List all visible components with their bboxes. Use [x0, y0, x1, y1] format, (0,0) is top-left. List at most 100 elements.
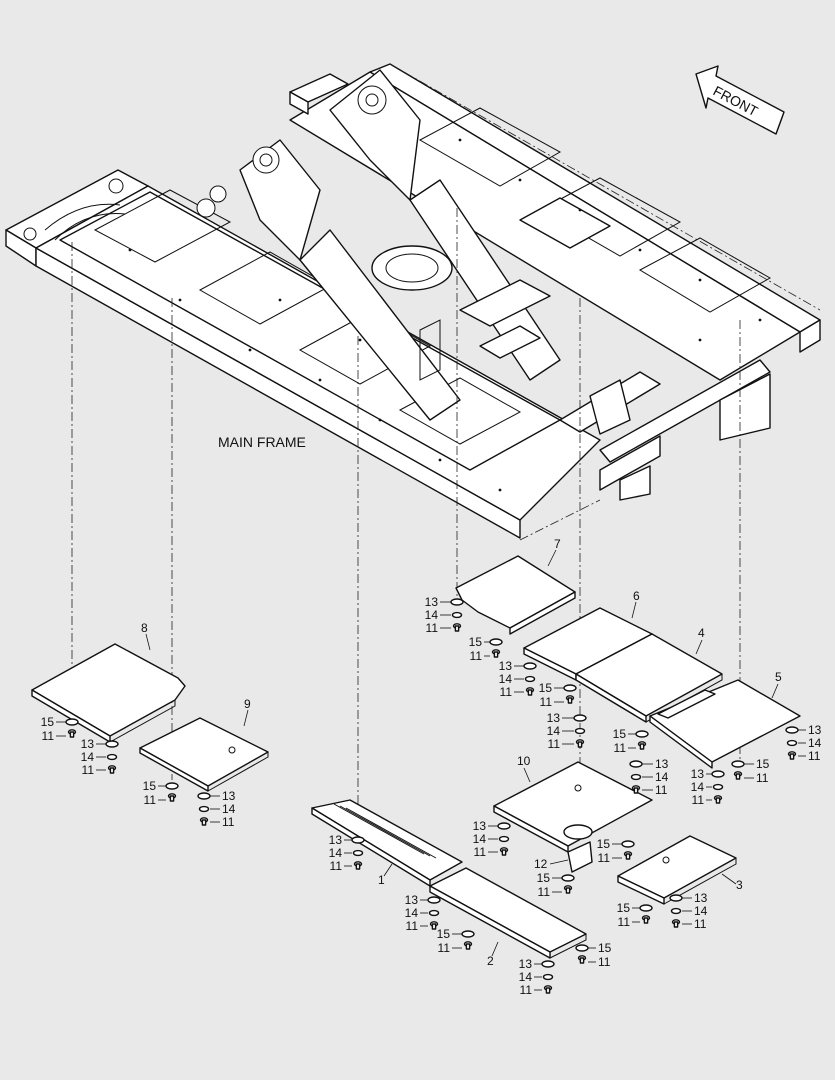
hardware-number-13: 13 — [473, 819, 487, 833]
main-frame-label: MAIN FRAME — [218, 434, 306, 450]
hardware-number-13: 13 — [425, 595, 439, 609]
hardware-number-11: 11 — [82, 763, 95, 777]
part-number-6: 6 — [633, 589, 640, 603]
front-arrow-icon: FRONT — [695, 65, 785, 135]
alignment-lines — [71, 208, 741, 836]
hardware-number-13: 13 — [81, 737, 95, 751]
bolt-icon — [575, 739, 585, 748]
hardware-number-15: 15 — [537, 871, 551, 885]
bolt-icon — [199, 817, 209, 826]
hardware-number-13: 13 — [519, 957, 533, 971]
bolt-icon — [733, 771, 743, 780]
part-number-3: 3 — [736, 878, 743, 892]
washer-icon — [461, 930, 475, 938]
frame-hardware-dots — [128, 138, 762, 492]
hardware-number-11: 11 — [598, 851, 611, 865]
hardware-number-15: 15 — [437, 927, 451, 941]
washer-icon — [106, 753, 118, 761]
washer-icon — [428, 909, 440, 917]
bolt-icon — [787, 751, 797, 760]
hardware-number-11: 11 — [655, 783, 668, 797]
washer-icon — [498, 835, 510, 843]
hardware-number-11: 11 — [548, 737, 561, 751]
washer-icon — [497, 822, 511, 830]
hardware-number-11: 11 — [330, 859, 343, 873]
main-frame: MAIN FRAME — [5, 63, 821, 541]
washer-icon — [635, 730, 649, 738]
part-number-2: 2 — [487, 954, 494, 968]
hardware-number-11: 11 — [692, 793, 705, 807]
washer-icon — [451, 611, 463, 619]
washer-icon — [712, 783, 724, 791]
washer-icon — [541, 960, 555, 968]
part-number-1: 1 — [378, 873, 385, 887]
washer-icon — [574, 727, 586, 735]
bolt-icon — [563, 885, 573, 894]
hardware-number-11: 11 — [614, 741, 627, 755]
bolt-icon — [67, 729, 77, 738]
part-number-4: 4 — [698, 626, 705, 640]
hardware-number-11: 11 — [144, 793, 157, 807]
part-number-12: 12 — [534, 857, 548, 871]
washer-icon — [450, 598, 464, 606]
cover-plate-10[interactable]: 10 — [493, 754, 653, 853]
hardware-number-14: 14 — [694, 904, 708, 918]
hardware-number-11: 11 — [406, 919, 419, 933]
washer-icon — [351, 836, 365, 844]
hardware-number-11: 11 — [500, 685, 513, 699]
hardware-number-11: 11 — [438, 941, 451, 955]
bolt-icon — [491, 649, 501, 658]
cover-plate-9[interactable]: 9 — [139, 697, 269, 792]
part-number-9: 9 — [244, 697, 251, 711]
washer-icon — [575, 944, 589, 952]
bracket-12[interactable]: 12 — [534, 841, 593, 873]
hardware-number-15: 15 — [143, 779, 157, 793]
hardware-number-11: 11 — [756, 771, 769, 785]
hardware-number-11: 11 — [520, 983, 533, 997]
hardware-number-14: 14 — [655, 770, 669, 784]
cover-plate-1[interactable]: 1 — [311, 799, 463, 887]
part-number-10: 10 — [517, 754, 531, 768]
cover-plate-3[interactable]: 3 — [617, 835, 743, 905]
bolt-icon — [713, 795, 723, 804]
washer-icon — [785, 726, 799, 734]
washer-icon — [165, 782, 179, 790]
part-number-8: 8 — [141, 621, 148, 635]
hardware-number-15: 15 — [539, 681, 553, 695]
hardware-number-13: 13 — [691, 767, 705, 781]
cover-plate-8[interactable]: 8 — [31, 621, 186, 743]
bolt-icon — [565, 695, 575, 704]
washer-icon — [524, 675, 536, 683]
washer-icon — [670, 907, 682, 915]
hardware-number-15: 15 — [41, 715, 55, 729]
cover-plate-2[interactable]: 2 — [429, 867, 587, 968]
bolt-icon — [107, 765, 117, 774]
cover-plate-4[interactable]: 4 — [575, 626, 723, 723]
hardware-number-14: 14 — [81, 750, 95, 764]
washer-icon — [198, 805, 210, 813]
hardware-number-14: 14 — [329, 846, 343, 860]
cover-plate-5[interactable]: 5 — [649, 670, 801, 769]
bolt-icon — [637, 741, 647, 750]
hardware-number-11: 11 — [426, 621, 439, 635]
cover-plate-7[interactable]: 7 — [455, 537, 576, 635]
hardware-number-11: 11 — [618, 915, 631, 929]
hardware-number-13: 13 — [694, 891, 708, 905]
washer-icon — [197, 792, 211, 800]
part-number-5: 5 — [775, 670, 782, 684]
bolt-icon — [167, 793, 177, 802]
hardware-number-13: 13 — [222, 789, 236, 803]
hardware-number-15: 15 — [597, 837, 611, 851]
hardware-number-13: 13 — [499, 659, 513, 673]
washer-icon — [630, 773, 642, 781]
bolt-icon — [463, 941, 473, 950]
hardware-number-11: 11 — [540, 695, 553, 709]
hardware-number-14: 14 — [547, 724, 561, 738]
hardware-number-11: 11 — [598, 955, 611, 969]
bolt-icon — [671, 919, 681, 928]
hardware-number-14: 14 — [473, 832, 487, 846]
bolt-icon — [641, 915, 651, 924]
hardware-number-15: 15 — [613, 727, 627, 741]
